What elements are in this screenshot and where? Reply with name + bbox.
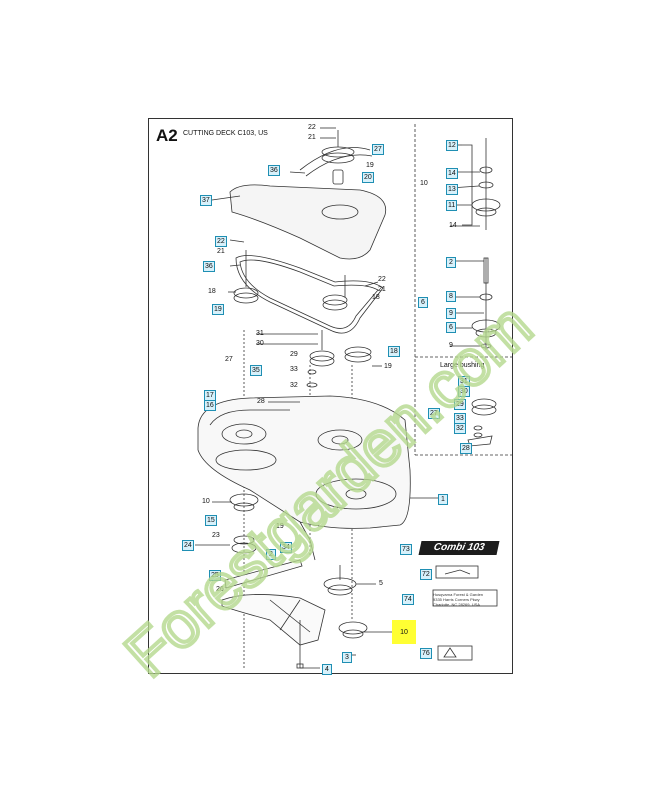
callout[interactable]: 13 <box>446 184 458 195</box>
callout[interactable]: 20 <box>362 172 374 183</box>
callout[interactable]: 8 <box>446 291 456 302</box>
callout[interactable]: 36 <box>203 261 215 272</box>
address-decal: Husqvarna Forest & Garden 9335 Harris Co… <box>433 592 495 607</box>
callout[interactable]: 34 <box>280 542 292 553</box>
inset-title-large-bushing: Large bushing <box>440 362 485 369</box>
callout[interactable]: 28 <box>257 398 265 405</box>
sheet-id: A2 <box>156 126 178 145</box>
address-line: Husqvarna Forest & Garden <box>433 592 484 597</box>
callout[interactable]: 19 <box>276 523 284 530</box>
callout[interactable]: 14 <box>446 168 458 179</box>
callout[interactable]: 22 <box>215 236 227 247</box>
callout[interactable]: 10 <box>420 180 428 187</box>
callout[interactable]: 9 <box>449 342 453 349</box>
callout[interactable]: 15 <box>205 515 217 526</box>
callout[interactable]: 30 <box>458 386 470 397</box>
callout[interactable]: 33 <box>290 366 298 373</box>
callout[interactable]: 24 <box>182 540 194 551</box>
address-line: 9335 Harris Corners Pkwy <box>433 597 480 602</box>
sheet-title: CUTTING DECK C103, US <box>183 130 268 137</box>
callout[interactable]: 27 <box>428 408 440 419</box>
callout[interactable]: 18 <box>372 294 380 301</box>
callout[interactable]: 29 <box>290 351 298 358</box>
callout[interactable]: 16 <box>204 400 216 411</box>
callout[interactable]: 32 <box>454 423 466 434</box>
callout[interactable]: 30 <box>256 340 264 347</box>
callout[interactable]: 26 <box>216 586 224 593</box>
callout[interactable]: 6 <box>418 297 428 308</box>
callout[interactable]: 12 <box>446 140 458 151</box>
callout[interactable]: 25 <box>209 570 221 581</box>
callout[interactable]: 32 <box>290 382 298 389</box>
callout[interactable]: 76 <box>420 648 432 659</box>
callout[interactable]: 22 <box>308 124 316 131</box>
callout[interactable]: 21 <box>308 134 316 141</box>
address-line: Charlotte, NC 28269, USA <box>433 602 480 607</box>
callout[interactable]: 19 <box>366 162 374 169</box>
callout[interactable]: 5 <box>379 580 383 587</box>
callout[interactable]: 21 <box>378 286 386 293</box>
callout[interactable]: 22 <box>378 276 386 283</box>
callout-highlighted[interactable]: 10 <box>392 620 416 644</box>
callout[interactable]: 18 <box>208 288 216 295</box>
callout[interactable]: 35 <box>250 365 262 376</box>
callout[interactable]: 2 <box>266 549 276 560</box>
callout[interactable]: 23 <box>212 532 220 539</box>
callout[interactable]: 4 <box>322 664 332 675</box>
callout[interactable]: 72 <box>420 569 432 580</box>
callout[interactable]: 19 <box>384 363 392 370</box>
callout[interactable]: 10 <box>202 498 210 505</box>
callout[interactable]: 1 <box>438 494 448 505</box>
callout[interactable]: 31 <box>256 330 264 337</box>
callout[interactable]: 6 <box>446 322 456 333</box>
callout[interactable]: 74 <box>402 594 414 605</box>
callout[interactable]: 9 <box>446 308 456 319</box>
model-badge: Combi 103 <box>418 541 500 555</box>
callout[interactable]: 28 <box>460 443 472 454</box>
callout[interactable]: 73 <box>400 544 412 555</box>
callout[interactable]: 2 <box>446 257 456 268</box>
callout[interactable]: 14 <box>449 222 457 229</box>
callout[interactable]: 29 <box>454 399 466 410</box>
callout[interactable]: 18 <box>388 346 400 357</box>
callout[interactable]: 37 <box>200 195 212 206</box>
callout[interactable]: 21 <box>217 248 225 255</box>
callout[interactable]: 27 <box>225 356 233 363</box>
callout[interactable]: 27 <box>372 144 384 155</box>
callout[interactable]: 11 <box>446 200 458 211</box>
callout[interactable]: 19 <box>212 304 224 315</box>
callout[interactable]: 3 <box>342 652 352 663</box>
callout[interactable]: 36 <box>268 165 280 176</box>
